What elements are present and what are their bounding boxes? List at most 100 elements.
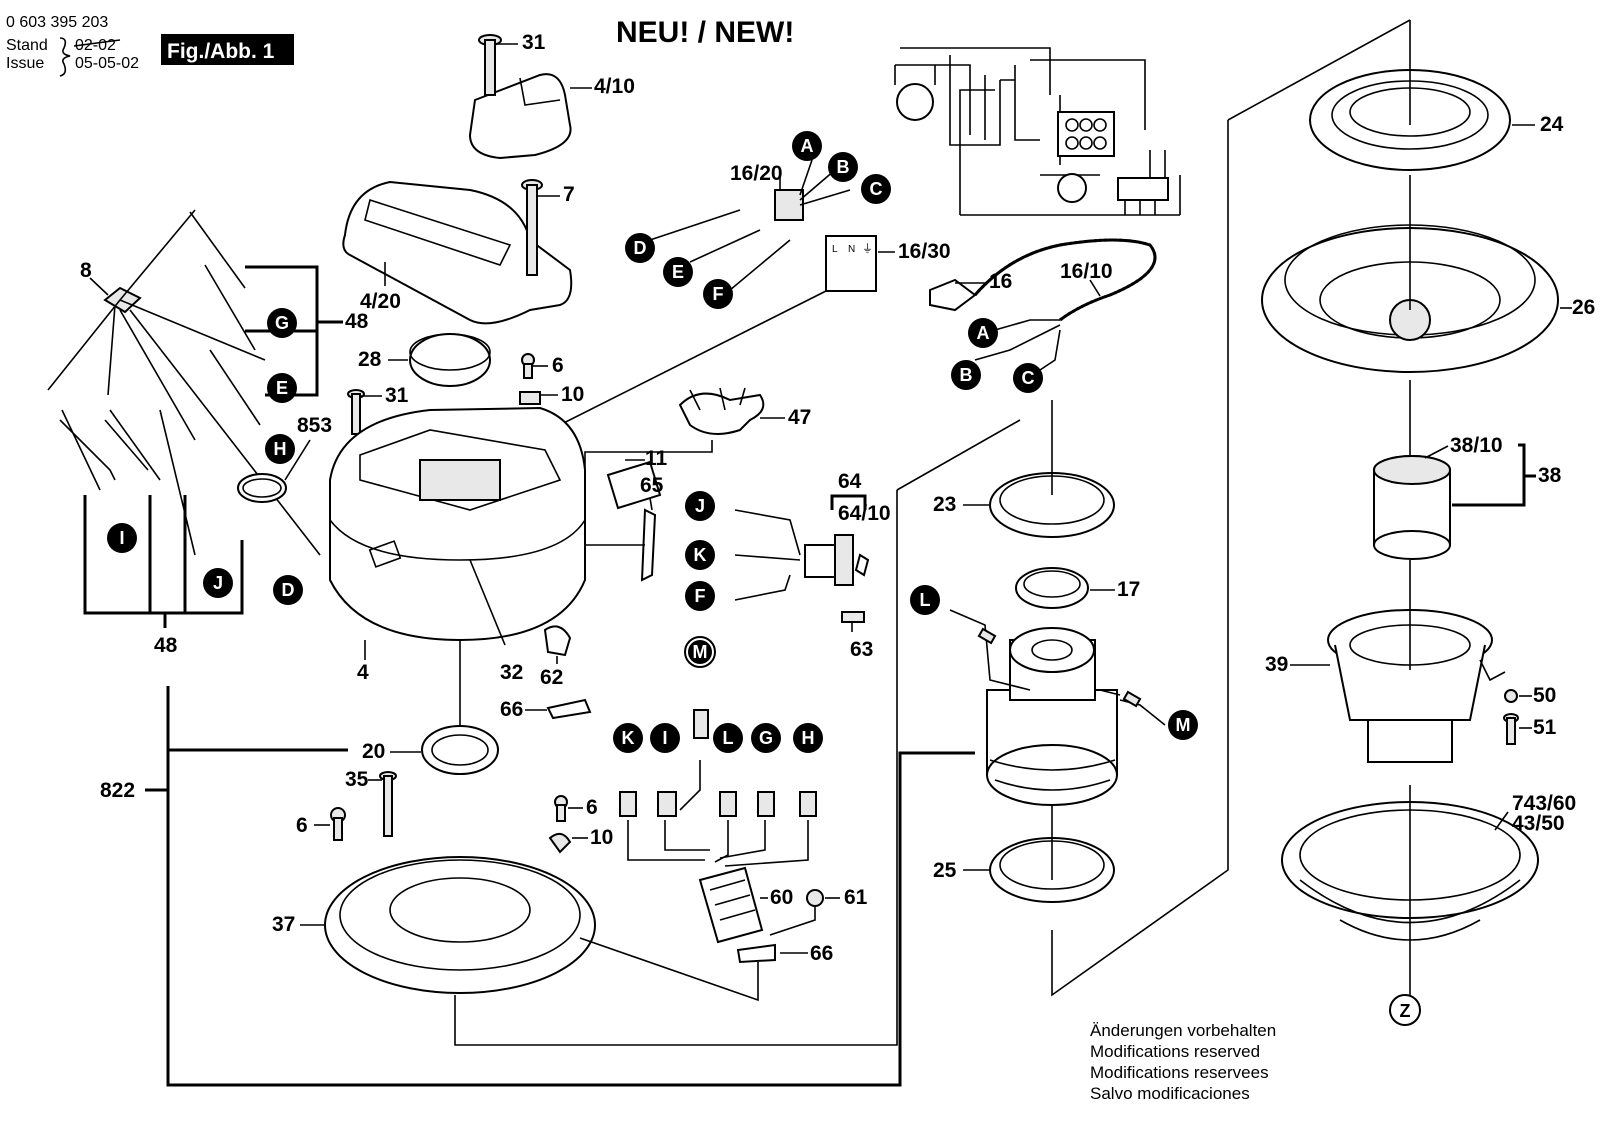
part-17-ring: 17 <box>1015 567 1140 609</box>
svg-text:D: D <box>282 580 295 600</box>
part-number-label: 6 <box>552 354 564 377</box>
part-60-terminal-block: 60 <box>627 760 809 944</box>
connector-e-marker: E <box>663 257 693 287</box>
part-number-label: 63 <box>850 638 873 661</box>
footer-note-es: Salvo modificaciones <box>1090 1084 1250 1103</box>
new-label: NEU! / NEW! <box>616 16 794 49</box>
part-62-clip: 62 <box>540 625 572 689</box>
terminal-block <box>1117 177 1169 201</box>
part-number-label: 47 <box>788 406 811 429</box>
motor-assembly <box>986 627 1118 806</box>
part-66-cable-clip-a: 66 <box>500 698 592 721</box>
svg-text:C: C <box>870 179 883 199</box>
part-number-label: 7 <box>563 183 575 206</box>
part-number-label: 8 <box>80 259 92 282</box>
svg-text:M: M <box>693 642 708 662</box>
part-number-label: 6 <box>586 796 598 819</box>
part-number-label: 51 <box>1533 716 1557 739</box>
part-63-screw: 63 <box>841 611 873 661</box>
connector-symbol <box>1057 173 1087 203</box>
connector-a-marker-cord: A <box>968 318 998 348</box>
strikethrough-line <box>73 39 121 47</box>
part-number-label: 65 <box>640 474 664 497</box>
svg-text:A: A <box>977 323 990 343</box>
svg-text:L: L <box>920 590 931 610</box>
part-number-label: 16 <box>989 270 1012 293</box>
motor-leads <box>949 609 1166 726</box>
part-853-clamp: 853 <box>237 414 332 503</box>
connector-h-marker-row: H <box>793 723 823 753</box>
svg-text:K: K <box>622 728 635 748</box>
part-16-20-terminal: 16/20 <box>649 159 851 291</box>
part-number-label: 48 <box>154 634 178 657</box>
part-16-power-cord: 16 16/10 <box>929 238 1157 371</box>
svg-text:F: F <box>713 284 724 304</box>
part-6-screw-lower-left: 6 <box>296 807 346 841</box>
part-number-label: 50 <box>1533 684 1556 707</box>
part-number-label: 43/50 <box>1512 812 1565 835</box>
wiring-schematic <box>894 47 1181 216</box>
connector-k-marker-knob: K <box>685 540 715 570</box>
svg-text:Z: Z <box>1400 1001 1411 1021</box>
part-number-label: 31 <box>385 384 409 407</box>
svg-text:I: I <box>662 728 667 748</box>
part-number-label: 64 <box>838 470 862 493</box>
part-number-label: 743/60 <box>1512 792 1576 815</box>
document-header: 0 603 395 203 Stand Issue 02-02 05-05-02… <box>6 14 794 77</box>
part-6-10-screws-lower-right: 6 10 <box>548 795 613 854</box>
connector-g-marker: G <box>267 308 297 338</box>
connector-c-marker-cord: C <box>1013 363 1043 393</box>
part-number-label: 64/10 <box>838 502 891 525</box>
connector-m-marker: M <box>684 636 716 668</box>
svg-text:G: G <box>759 728 773 748</box>
part-26-filter-cage: 26 <box>1261 175 1595 373</box>
part-number-label: 24 <box>1540 113 1564 136</box>
svg-text:K: K <box>694 545 707 565</box>
svg-text:M: M <box>1176 715 1191 735</box>
part-11-label: 11 <box>606 447 668 510</box>
connector-b-marker-cord: B <box>951 360 981 390</box>
part-number-label: 16/20 <box>730 162 783 185</box>
part-number-label: 16/30 <box>898 240 951 263</box>
part-20-ring: 20 <box>362 640 499 775</box>
svg-text:⏚: ⏚ <box>862 242 873 255</box>
part-number-label: 6 <box>296 814 308 837</box>
footer-note-de: Änderungen vorbehalten <box>1090 1021 1276 1040</box>
part-number-label: 60 <box>770 886 793 909</box>
connector-m-marker-motor: M <box>1168 710 1198 740</box>
part-number-label: 61 <box>844 886 868 909</box>
part-number-label: 26 <box>1572 296 1595 319</box>
connector-l-marker-row: L <box>713 723 743 753</box>
issue-label: Issue <box>6 55 44 72</box>
part-number-label: 4/10 <box>594 75 635 98</box>
part-50-51-screws: 50 51 <box>1479 659 1557 745</box>
connector-h-marker: H <box>265 434 295 464</box>
connector-z-marker: Z <box>1389 994 1421 1026</box>
part-number-label: 35 <box>345 768 369 791</box>
part-number-label: 39 <box>1265 653 1288 676</box>
brace-icon <box>59 37 71 77</box>
svg-text:B: B <box>960 365 973 385</box>
part-39-cyclone: 39 <box>1265 560 1493 763</box>
footer-note-en: Modifications reserved <box>1090 1042 1260 1061</box>
footer-note-fr: Modifications reservees <box>1090 1063 1269 1082</box>
part-4-housing: 4 32 <box>329 406 586 684</box>
svg-text:F: F <box>695 586 706 606</box>
part-6-10-screws-upper: 6 10 31 <box>347 353 584 435</box>
connector-a-marker: A <box>792 131 822 161</box>
part-38-filter: 38/10 38 <box>1373 380 1562 560</box>
part-7-screw: 7 <box>521 179 575 276</box>
svg-text:J: J <box>695 496 705 516</box>
connector-k-marker-row: K <box>613 723 643 753</box>
part-number-label: 11 <box>645 447 668 470</box>
svg-text:J: J <box>213 573 223 593</box>
connector-j-marker-knob: J <box>685 491 715 521</box>
part-822-assembly-bracket: 822 <box>100 686 975 1087</box>
connector-d-marker-left: D <box>273 575 303 605</box>
svg-text:G: G <box>275 313 289 333</box>
connector-l-marker-motor: L <box>910 585 940 615</box>
part-number-label: 10 <box>590 826 613 849</box>
issue-date: 05-05-02 <box>75 55 139 72</box>
svg-text:I: I <box>119 528 124 548</box>
